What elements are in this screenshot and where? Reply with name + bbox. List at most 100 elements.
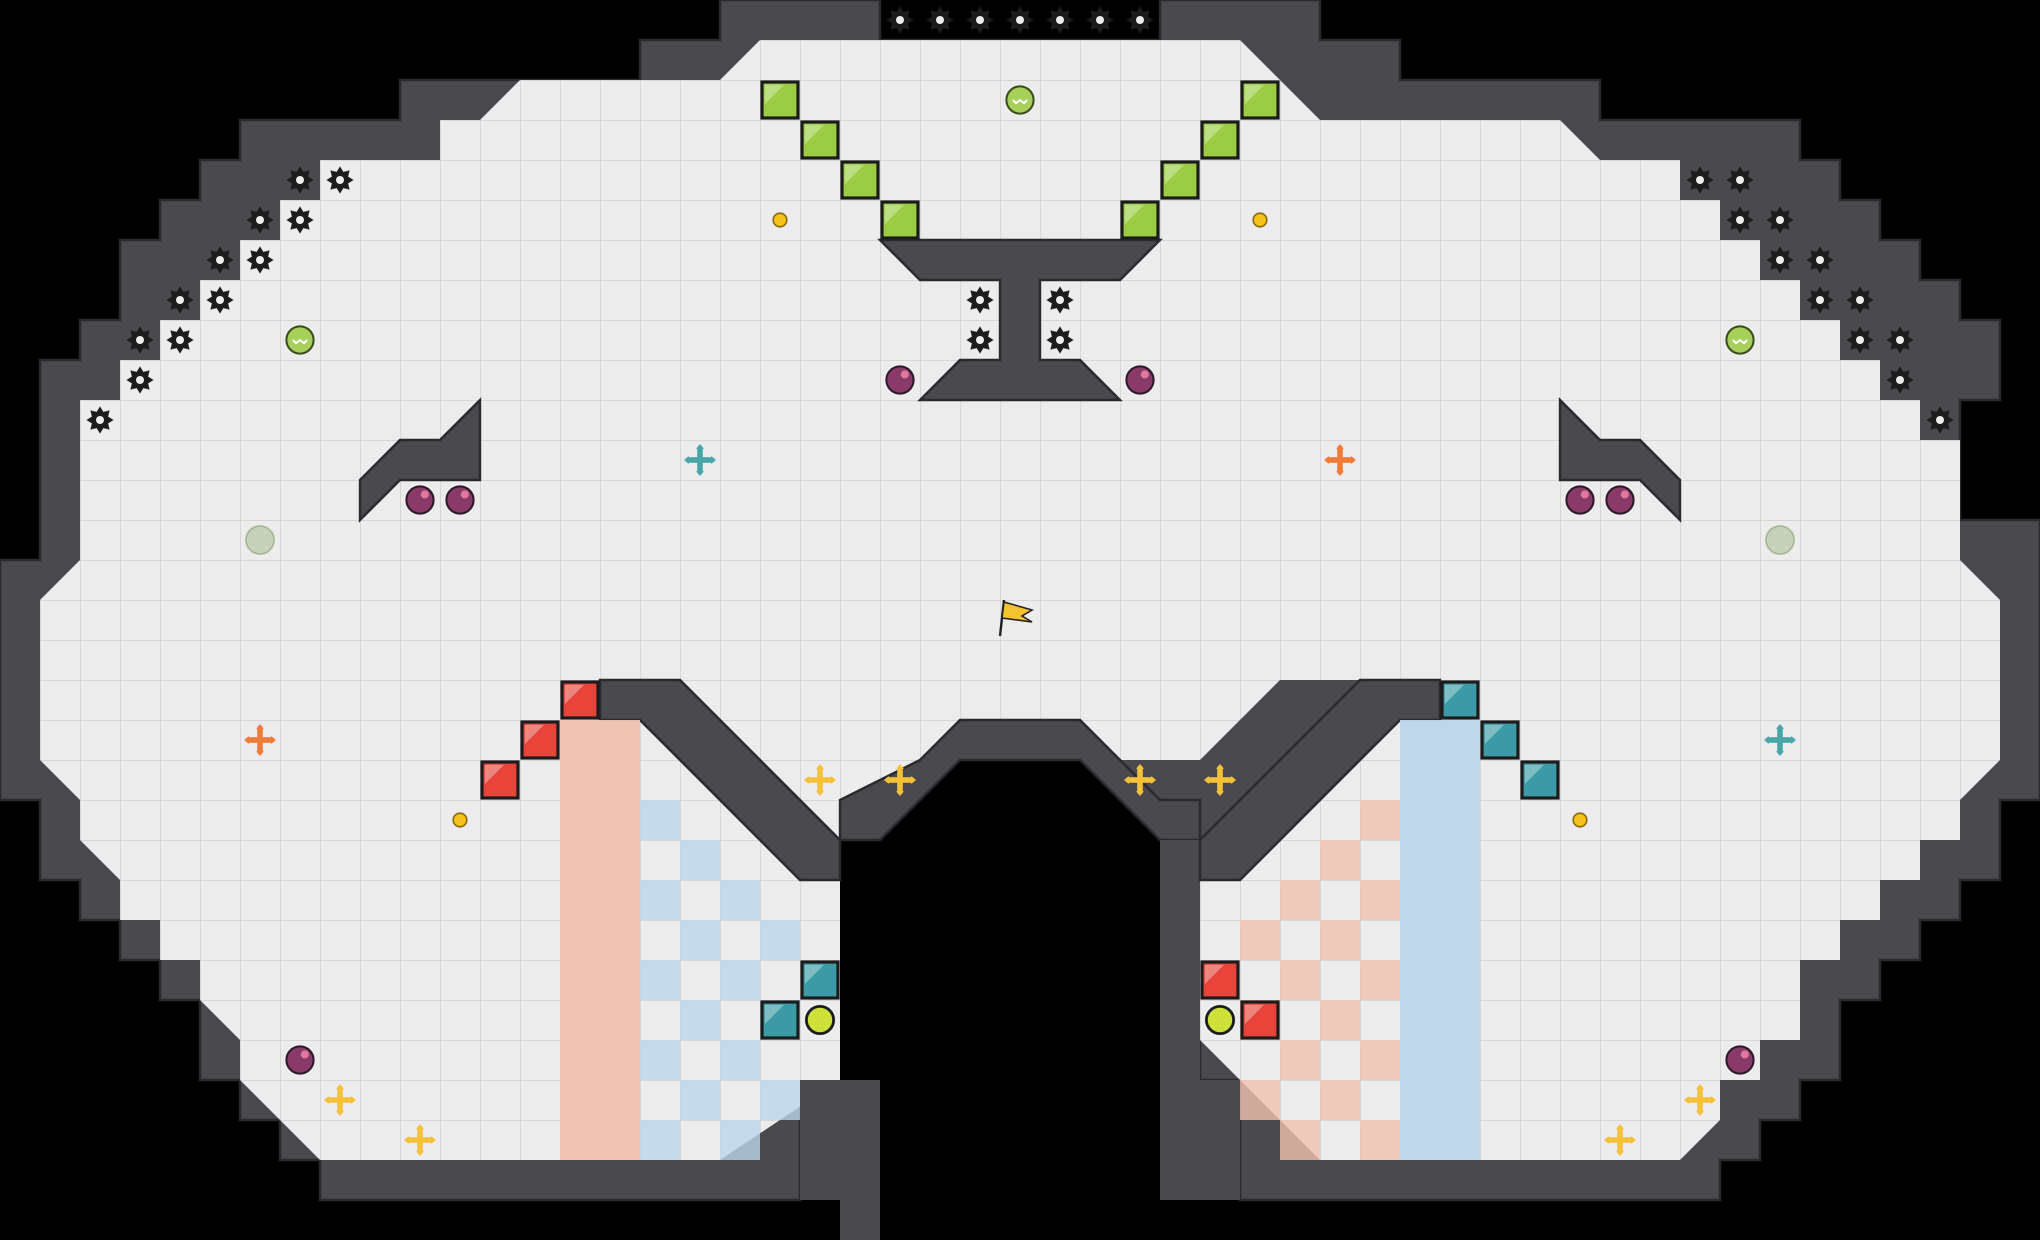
- sawblade-icon: [1766, 206, 1794, 234]
- red-zone-tile: [560, 760, 600, 800]
- blue-zone-tile: [760, 1080, 800, 1120]
- blue-zone-tile: [1400, 800, 1440, 840]
- move-cross-icon: [244, 724, 276, 756]
- coin-icon: [772, 212, 788, 228]
- red-zone-tile: [600, 1000, 640, 1040]
- portal-icon: [1765, 525, 1795, 555]
- red-zone-tile: [600, 920, 640, 960]
- red-zone-tile: [600, 720, 640, 760]
- teal-block: [1440, 680, 1480, 720]
- move-cross-icon: [804, 764, 836, 796]
- blue-zone-tile: [1440, 840, 1480, 880]
- red-zone-tile: [1320, 920, 1360, 960]
- floor-layer: [40, 40, 2000, 1160]
- teal-block: [800, 960, 840, 1000]
- teal-block: [1520, 760, 1560, 800]
- sawblade-icon: [126, 326, 154, 354]
- move-cross-icon: [1204, 764, 1236, 796]
- sawblade-icon: [206, 286, 234, 314]
- sawblade-icon: [246, 246, 274, 274]
- teal-block: [760, 1000, 800, 1040]
- green-block: [880, 200, 920, 240]
- blue-zone-tile: [1440, 920, 1480, 960]
- right-slope-wall: [1198, 678, 1442, 882]
- red-block: [1240, 1000, 1280, 1040]
- red-zone-tile: [1280, 1040, 1320, 1080]
- green-block: [1160, 160, 1200, 200]
- red-zone-tile: [1280, 960, 1320, 1000]
- blue-zone-tile: [680, 1080, 720, 1120]
- coin-icon: [1572, 812, 1588, 828]
- move-cross-icon: [684, 444, 716, 476]
- sawblade-icon: [1846, 286, 1874, 314]
- sawblade-icon: [1006, 6, 1034, 34]
- blue-zone-tile: [1400, 840, 1440, 880]
- right-bowl-wall: [1160, 840, 1240, 1200]
- spring-icon: [1725, 325, 1755, 355]
- sawblade-icon: [166, 326, 194, 354]
- sawblade-icon: [1046, 286, 1074, 314]
- bomb-icon: [1125, 365, 1155, 395]
- blue-zone-tile: [1440, 1000, 1480, 1040]
- sawblade-icon: [86, 406, 114, 434]
- blue-zone-tile: [640, 1120, 680, 1160]
- sawblade-icon: [126, 366, 154, 394]
- blue-zone-tile: [1400, 720, 1440, 760]
- sawblade-icon: [926, 6, 954, 34]
- blue-zone-tile: [680, 840, 720, 880]
- blue-zone-tile: [1400, 1040, 1440, 1080]
- spring-icon: [1005, 85, 1035, 115]
- sawblade-icon: [1926, 406, 1954, 434]
- blue-zone-tile: [1400, 1120, 1440, 1160]
- teal-block: [1480, 720, 1520, 760]
- sawblade-icon: [1806, 286, 1834, 314]
- move-cross-icon: [1764, 724, 1796, 756]
- move-cross-icon: [1684, 1084, 1716, 1116]
- green-block: [1240, 80, 1280, 120]
- red-zone-tile: [1320, 840, 1360, 880]
- red-zone-tile: [600, 880, 640, 920]
- red-zone-tile: [1360, 880, 1400, 920]
- portal-icon: [245, 525, 275, 555]
- bomb-icon: [1605, 485, 1635, 515]
- blue-zone-tile: [1440, 1120, 1480, 1160]
- blue-zone-tile: [1440, 760, 1480, 800]
- blue-zone-tile: [1440, 720, 1480, 760]
- bomb-icon: [285, 1045, 315, 1075]
- bomb-icon: [405, 485, 435, 515]
- red-block: [520, 720, 560, 760]
- move-cross-icon: [884, 764, 916, 796]
- bomb-icon: [885, 365, 915, 395]
- sawblade-icon: [1126, 6, 1154, 34]
- sawblade-icon: [286, 166, 314, 194]
- sawblade-icon: [1806, 246, 1834, 274]
- sawblade-icon: [166, 286, 194, 314]
- sawblade-icon: [1046, 6, 1074, 34]
- red-zone-tile: [600, 1080, 640, 1120]
- sawblade-icon: [206, 246, 234, 274]
- blue-zone-tile: [640, 800, 680, 840]
- bomb-icon: [445, 485, 475, 515]
- blue-zone-tile: [760, 920, 800, 960]
- green-block: [1120, 200, 1160, 240]
- left-ledge: [358, 397, 482, 523]
- red-zone-tile: [600, 960, 640, 1000]
- red-zone-tile: [560, 1080, 600, 1120]
- right-ledge: [1558, 397, 1682, 523]
- blue-zone-tile: [1440, 800, 1480, 840]
- sawblade-icon: [1726, 206, 1754, 234]
- sawblade-icon: [1886, 366, 1914, 394]
- red-zone-tile: [600, 1120, 640, 1160]
- sawblade-icon: [1766, 246, 1794, 274]
- green-block: [840, 160, 880, 200]
- blue-zone-tile: [720, 880, 760, 920]
- blue-zone-tile: [640, 880, 680, 920]
- bomb-icon: [1565, 485, 1595, 515]
- green-block: [800, 120, 840, 160]
- blue-zone-tile: [640, 960, 680, 1000]
- center-arch: [838, 718, 1202, 842]
- color-zone-layer: [560, 720, 1480, 1160]
- red-zone-tile: [560, 720, 600, 760]
- blue-zone-tile: [1400, 760, 1440, 800]
